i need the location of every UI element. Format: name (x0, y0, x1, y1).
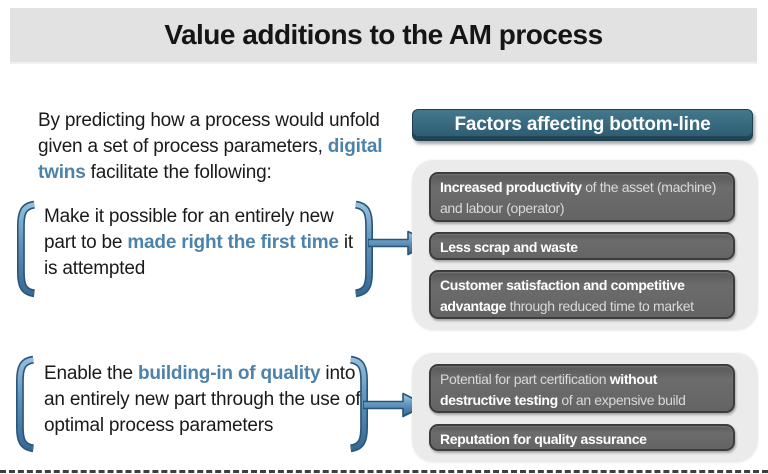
bullet-1-pre: Make it possible for an entirely new par… (44, 206, 334, 253)
bullet-2-highlight: building-in of quality (137, 363, 321, 384)
benefit-box-productivity: Increased productivity of the asset (mac… (429, 172, 735, 222)
box-bold: Customer satisfaction and competitive ad… (440, 277, 685, 314)
bullet-1-highlight: made right the first time (127, 232, 339, 253)
open-bracket-icon (16, 355, 35, 453)
bullet-1-text: Make it possible for an entirely new par… (44, 204, 370, 282)
bullet-2-text: Enable the building-in of quality into a… (44, 361, 376, 439)
intro-post: facilitate the following: (85, 162, 272, 183)
intro-text: By predicting how a process would unfold… (38, 108, 404, 186)
intro-highlight: digital twins (38, 136, 383, 183)
bullet-1-post: it is attempted (44, 232, 353, 279)
bullet-2-post: into an entirely new part through the us… (44, 363, 361, 436)
bullet-2-pre: Enable the (44, 363, 138, 384)
box-bold: Reputation for quality assurance (440, 431, 647, 447)
box-pre: Potential for part certification (440, 371, 610, 387)
benefit-box-reputation: Reputation for quality assurance (429, 424, 735, 451)
box-bold: Increased productivity (440, 179, 582, 195)
open-bracket-icon (17, 200, 36, 298)
benefit-box-certification: Potential for part certification without… (429, 364, 735, 413)
factors-header-label: Factors affecting bottom-line (454, 114, 711, 135)
page-title: Value additions to the AM process (164, 19, 603, 50)
intro-pre: By predicting how a process would unfold… (38, 110, 380, 157)
box-bold: without destructive testing (440, 371, 658, 408)
close-bracket-icon (354, 200, 373, 298)
factors-header: Factors affecting bottom-line (412, 109, 753, 141)
box-rest: through reduced time to market (506, 298, 694, 314)
benefit-box-scrap: Less scrap and waste (429, 232, 735, 260)
box-bold: Less scrap and waste (440, 239, 578, 255)
bottom-dashed-border (0, 470, 768, 473)
box-rest: of the asset (machine) and labour (opera… (440, 179, 717, 216)
box-rest: of an expensive build (557, 392, 686, 408)
title-bar: Value additions to the AM process (10, 8, 757, 62)
benefit-box-customer: Customer satisfaction and competitive ad… (429, 270, 735, 319)
